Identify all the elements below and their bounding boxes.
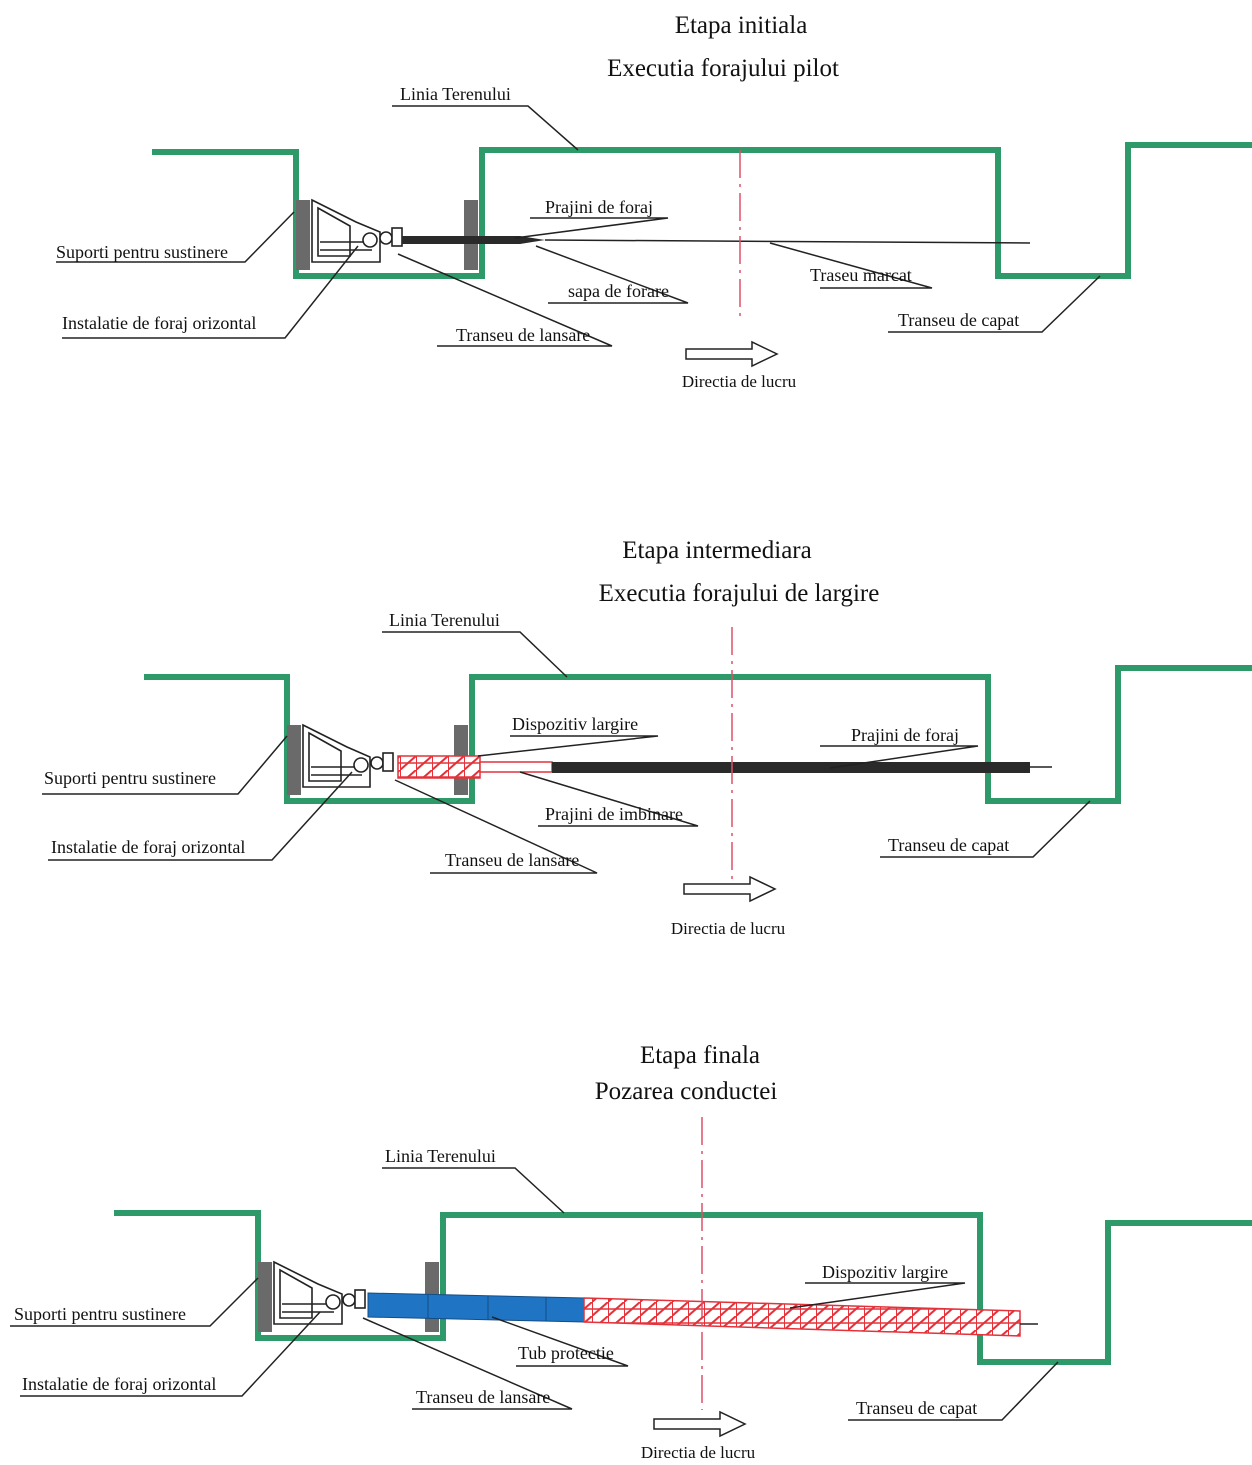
joint-rods-label: Prajini de imbinare: [545, 804, 683, 824]
drilling-rig: [273, 1260, 366, 1325]
panel-subtitle: Pozarea conductei: [595, 1078, 778, 1105]
reamer-label: Dispozitiv largire: [512, 714, 638, 734]
terrain-label: Linia Terenului: [385, 1146, 496, 1166]
rig-label: Instalatie de foraj orizontal: [22, 1374, 216, 1394]
direction-arrow: [685, 340, 779, 368]
direction-label: Directia de lucru: [641, 1443, 756, 1462]
support-wall-left: [258, 1262, 272, 1332]
rig-label: Instalatie de foraj orizontal: [51, 837, 245, 857]
terrain-label: Linia Terenului: [400, 84, 511, 104]
joint-rods: [479, 761, 553, 773]
direction-arrow: [653, 1410, 747, 1438]
panel-initial-stage: Etapa initiala Executia forajului pilot …: [56, 12, 1252, 391]
support-wall-right: [464, 200, 478, 270]
drilling-rig: [302, 723, 394, 788]
panel-final-stage: Etapa finala Pozarea conductei Directia …: [10, 1042, 1252, 1462]
panel-subtitle: Executia forajului pilot: [607, 55, 839, 82]
panel-title: Etapa initiala: [675, 12, 808, 39]
drill-rods-label: Prajini de foraj: [851, 725, 959, 745]
drill-rods: [552, 762, 1030, 773]
drill-rods: [402, 236, 545, 244]
direction-label: Directia de lucru: [682, 372, 797, 391]
panel-intermediate-stage: Etapa intermediara Executia forajului de…: [42, 537, 1252, 938]
support-wall-left: [296, 200, 310, 270]
direction-arrow: [683, 875, 777, 903]
reamer: [583, 1297, 1021, 1337]
leaders: [56, 105, 1101, 347]
direction-label: Directia de lucru: [671, 919, 786, 938]
end-trench-label: Transeu de capat: [856, 1398, 977, 1418]
panel-title: Etapa intermediara: [622, 537, 811, 564]
panel-subtitle: Executia forajului de largire: [599, 580, 880, 607]
supports-label: Suporti pentru sustinere: [14, 1304, 186, 1324]
reamer: [397, 755, 481, 779]
route-label: Traseu marcat: [810, 265, 912, 285]
launch-trench-label: Transeu de lansare: [456, 325, 590, 345]
drill-rods-label: Prajini de foraj: [545, 197, 653, 217]
launch-trench-label: Transeu de lansare: [416, 1387, 550, 1407]
supports-label: Suporti pentru sustinere: [56, 242, 228, 262]
terrain-label: Linia Terenului: [389, 610, 500, 630]
rig-label: Instalatie de foraj orizontal: [62, 313, 256, 333]
protection-pipe: [367, 1292, 585, 1323]
drilling-rig: [311, 198, 403, 263]
pipe-segment-lines: [427, 1294, 547, 1321]
end-trench-label: Transeu de capat: [898, 310, 1019, 330]
end-trench-label: Transeu de capat: [888, 835, 1009, 855]
marked-route: [544, 239, 1031, 244]
reamer-label: Dispozitiv largire: [822, 1262, 948, 1282]
support-wall-left: [287, 725, 301, 795]
drill-bit-label: sapa de forare: [568, 281, 669, 301]
supports-label: Suporti pentru sustinere: [44, 768, 216, 788]
panel-title: Etapa finala: [640, 1042, 760, 1069]
launch-trench-label: Transeu de lansare: [445, 850, 579, 870]
leaders: [42, 631, 1091, 874]
pipe-label: Tub protectie: [518, 1343, 614, 1363]
leaders: [10, 1167, 1059, 1421]
